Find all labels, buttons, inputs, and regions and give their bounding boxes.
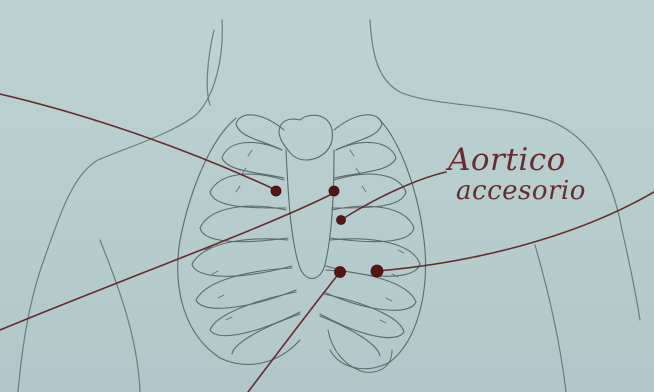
point-aortic-accessory xyxy=(337,216,346,225)
pointer-lines xyxy=(0,94,654,392)
point-upper-left xyxy=(271,186,281,196)
rib-cage xyxy=(178,115,426,372)
pointer-line-lower-left xyxy=(0,193,334,330)
point-upper-right xyxy=(329,186,339,196)
body-outline xyxy=(18,20,640,392)
auscultation-points xyxy=(271,186,383,278)
annotation-aortico: Aortico xyxy=(448,142,566,178)
annotation-accesorio: accesorio xyxy=(456,176,586,206)
pointer-line-bottom xyxy=(248,272,340,392)
point-lower-right xyxy=(371,265,383,277)
point-lower-center xyxy=(335,267,346,278)
